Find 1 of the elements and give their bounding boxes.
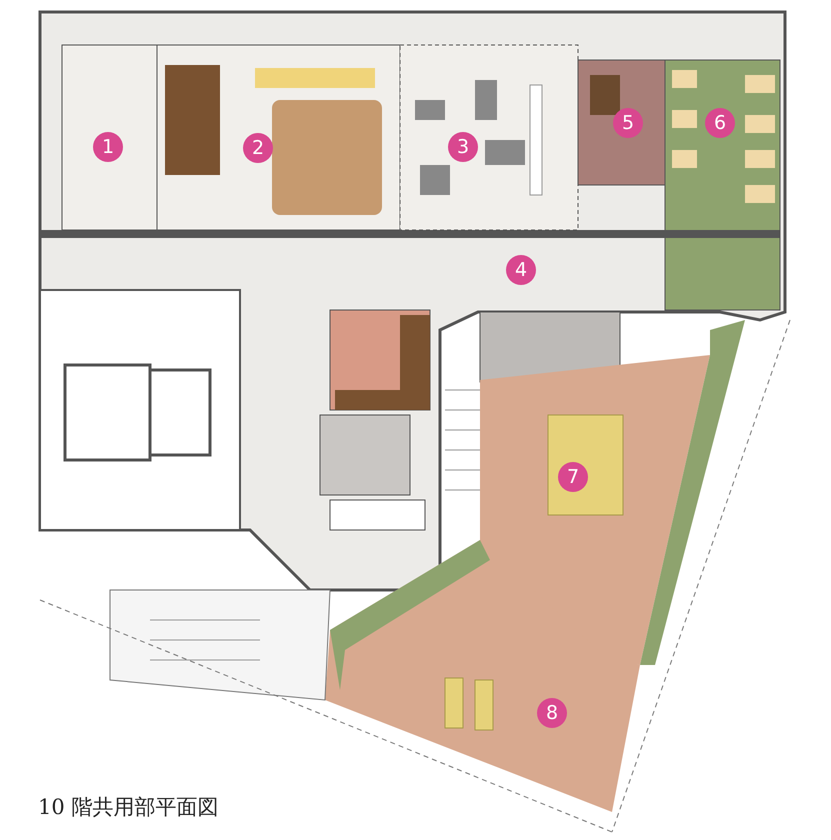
caption: 10 階共用部平面図 <box>38 794 218 821</box>
